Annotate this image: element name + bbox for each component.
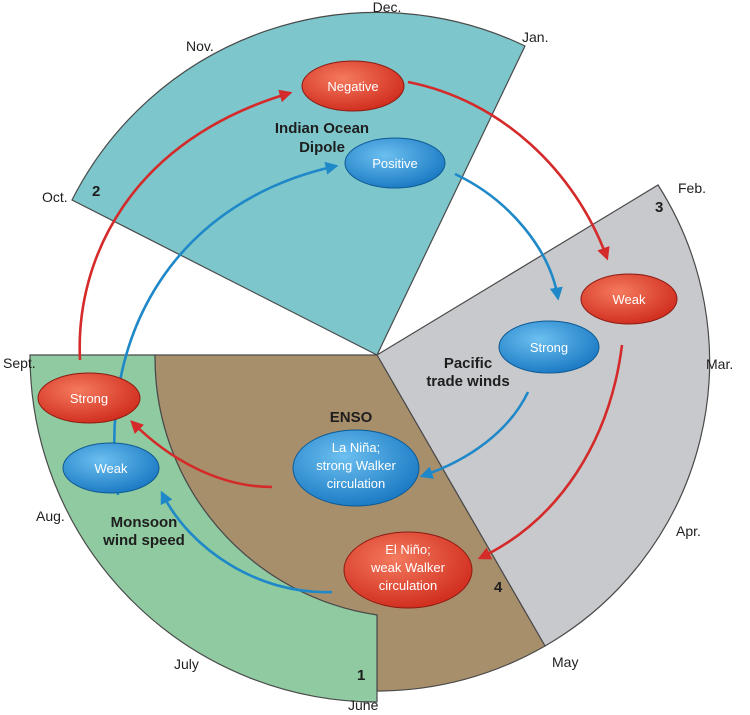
month-sept: Sept. (3, 355, 36, 371)
el-nino-line2: weak Walker (370, 560, 446, 575)
el-nino-line1: El Niño; (385, 542, 431, 557)
red-arrow-iod-to-pacific (407, 80, 610, 261)
month-labels: Dec. Jan. Nov. Oct. Feb. Mar. Sept. Apr.… (3, 0, 733, 713)
blue-pathway (113, 161, 563, 594)
la-nina-line1: La Niña; (332, 440, 380, 455)
oval-monsoon-strong: Strong (37, 372, 141, 424)
oval-label-pacific-weak: Weak (613, 292, 646, 307)
month-july: July (174, 656, 199, 672)
sector-number-3: 3 (655, 199, 663, 216)
sector-number-2: 2 (92, 183, 100, 200)
blue-arrow-iod-to-pacific (454, 172, 563, 301)
la-nina-line2: strong Walker (316, 458, 396, 473)
red-pathway (78, 80, 624, 560)
month-may: May (552, 654, 578, 670)
sector-titles: Indian Ocean Dipole Pacific trade winds … (102, 120, 510, 549)
blue-arrow-monsoon-to-iod (113, 161, 339, 496)
sector-number-1: 1 (357, 667, 365, 684)
red-arrow-pacific-to-enso (477, 344, 624, 560)
month-mar: Mar. (706, 356, 733, 372)
oval-iod-negative: Negative (301, 60, 405, 112)
red-arrow-enso-to-monsoon (130, 420, 273, 489)
oval-label-monsoon-weak: Weak (95, 461, 128, 476)
month-nov: Nov. (186, 38, 214, 54)
enso-title: ENSO (330, 409, 373, 426)
oval-pacific-weak: Weak (580, 273, 678, 325)
oval-el-nino: El Niño; weak Walker circulation (343, 531, 473, 609)
blue-arrow-pacific-to-enso (419, 391, 530, 479)
month-aug: Aug. (36, 508, 65, 524)
sector-number-4: 4 (494, 579, 503, 596)
monsoon-title-line1: Monsoon (111, 514, 178, 531)
month-oct: Oct. (42, 189, 68, 205)
oval-label-monsoon-strong: Strong (70, 391, 108, 406)
oval-label-positive: Positive (372, 156, 418, 171)
sector-indian-ocean (71, 11, 526, 356)
la-nina-line3: circulation (327, 476, 386, 491)
sector-monsoon (29, 354, 378, 703)
oval-label-pacific-strong: Strong (530, 340, 568, 355)
month-june: June (348, 697, 379, 713)
oval-iod-positive: Positive (344, 137, 446, 189)
iod-title-line2: Dipole (299, 139, 345, 156)
el-nino-line3: circulation (379, 578, 438, 593)
month-dec: Dec. (373, 0, 402, 15)
oval-label-negative: Negative (327, 79, 378, 94)
iod-title-line1: Indian Ocean (275, 120, 369, 137)
monsoon-title-line2: wind speed (102, 532, 185, 549)
sector-numbers: 2 3 4 1 (92, 183, 663, 684)
oval-monsoon-weak: Weak (62, 442, 160, 494)
pacific-title-line1: Pacific (444, 355, 492, 372)
month-feb: Feb. (678, 180, 706, 196)
month-jan: Jan. (522, 29, 548, 45)
oval-pacific-strong: Strong (498, 320, 600, 374)
blue-arrow-enso-to-monsoon (160, 490, 333, 594)
oval-la-nina: La Niña; strong Walker circulation (292, 429, 420, 507)
month-apr: Apr. (676, 523, 701, 539)
pacific-title-line2: trade winds (426, 373, 509, 390)
red-arrow-monsoon-to-iod (78, 89, 293, 361)
